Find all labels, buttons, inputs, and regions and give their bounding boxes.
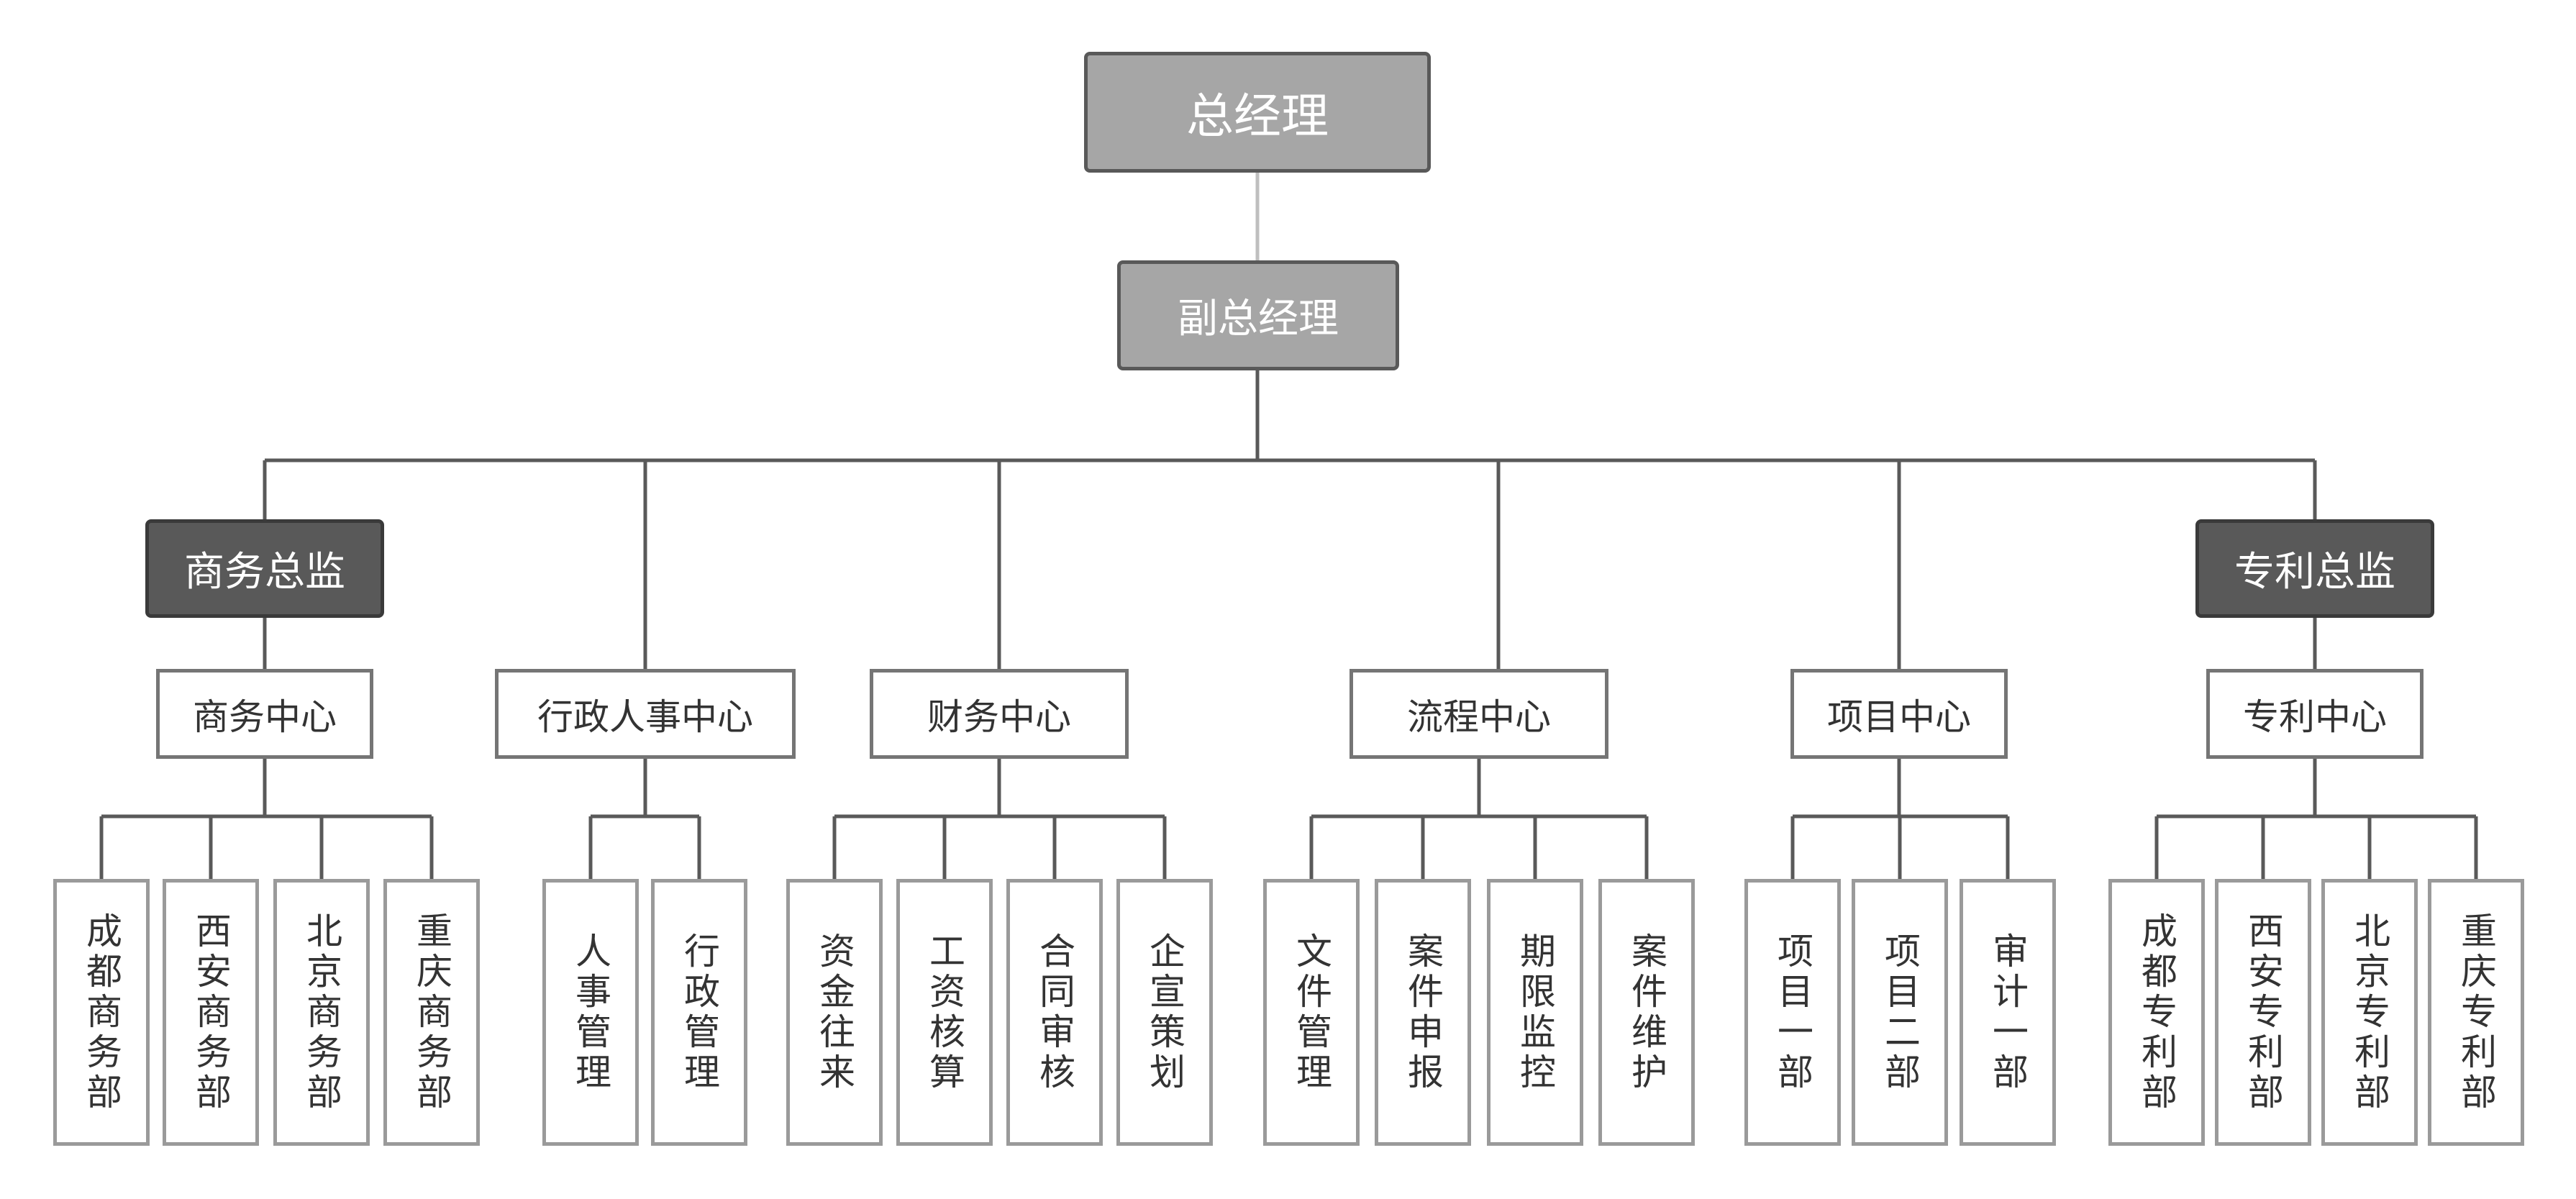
department-label: 工资核算 — [924, 931, 965, 1093]
center-label: 商务中心 — [193, 696, 337, 738]
business-director-node: 商务总监 — [145, 519, 384, 618]
center-label: 项目中心 — [1827, 696, 1971, 738]
center-process: 流程中心 — [1350, 669, 1608, 759]
department-box: 文件管理 — [1263, 879, 1360, 1146]
department-label: 项目一部 — [1772, 931, 1813, 1093]
patent-director-label: 专利总监 — [2234, 549, 2395, 596]
department-box: 北京商务部 — [273, 879, 370, 1146]
center-finance: 财务中心 — [870, 669, 1129, 759]
department-box: 项目二部 — [1852, 879, 1948, 1146]
center-project: 项目中心 — [1790, 669, 2008, 759]
center-label: 流程中心 — [1407, 696, 1551, 738]
department-label: 案件维护 — [1626, 931, 1667, 1093]
patent-director-node: 专利总监 — [2195, 519, 2434, 618]
department-box: 重庆商务部 — [383, 879, 480, 1146]
department-label: 合同审核 — [1034, 931, 1075, 1093]
department-label: 西安商务部 — [190, 911, 232, 1113]
department-label: 期限监控 — [1514, 931, 1556, 1093]
department-label: 行政管理 — [678, 931, 720, 1093]
deputy-general-manager-node: 副总经理 — [1117, 260, 1399, 370]
department-label: 资金往来 — [814, 931, 855, 1093]
department-box: 西安专利部 — [2215, 879, 2311, 1146]
department-box: 西安商务部 — [163, 879, 259, 1146]
department-label: 人事管理 — [570, 931, 611, 1093]
department-label: 重庆商务部 — [411, 911, 452, 1113]
department-label: 项目二部 — [1879, 931, 1921, 1093]
department-box: 案件申报 — [1375, 879, 1471, 1146]
department-box: 合同审核 — [1006, 879, 1103, 1146]
department-label: 企宣策划 — [1144, 931, 1185, 1093]
deputy-general-manager-label: 副总经理 — [1178, 296, 1339, 342]
general-manager-node: 总经理 — [1084, 52, 1431, 173]
department-box: 期限监控 — [1487, 879, 1583, 1146]
center-label: 财务中心 — [927, 696, 1071, 738]
department-label: 重庆专利部 — [2455, 911, 2497, 1113]
department-label: 北京专利部 — [2349, 911, 2390, 1113]
department-box: 人事管理 — [542, 879, 639, 1146]
department-box: 资金往来 — [786, 879, 883, 1146]
center-label: 行政人事中心 — [537, 696, 753, 738]
department-label: 文件管理 — [1291, 931, 1332, 1093]
center-patent: 专利中心 — [2206, 669, 2423, 759]
general-manager-label: 总经理 — [1186, 88, 1329, 144]
department-box: 案件维护 — [1598, 879, 1695, 1146]
center-admin-hr: 行政人事中心 — [495, 669, 796, 759]
center-business: 商务中心 — [156, 669, 373, 759]
center-label: 专利中心 — [2243, 696, 2387, 738]
department-label: 北京商务部 — [301, 911, 342, 1113]
department-label: 成都商务部 — [81, 911, 122, 1113]
department-box: 项目一部 — [1744, 879, 1841, 1146]
department-box: 工资核算 — [896, 879, 993, 1146]
department-label: 西安专利部 — [2242, 911, 2284, 1113]
department-box: 行政管理 — [651, 879, 747, 1146]
business-director-label: 商务总监 — [184, 549, 345, 596]
department-label: 审计一部 — [1987, 931, 2029, 1093]
department-box: 企宣策划 — [1116, 879, 1213, 1146]
department-box: 北京专利部 — [2321, 879, 2418, 1146]
department-box: 成都专利部 — [2108, 879, 2205, 1146]
department-label: 案件申报 — [1402, 931, 1444, 1093]
department-label: 成都专利部 — [2136, 911, 2177, 1113]
department-box: 重庆专利部 — [2428, 879, 2524, 1146]
department-box: 审计一部 — [1960, 879, 2056, 1146]
department-box: 成都商务部 — [53, 879, 150, 1146]
